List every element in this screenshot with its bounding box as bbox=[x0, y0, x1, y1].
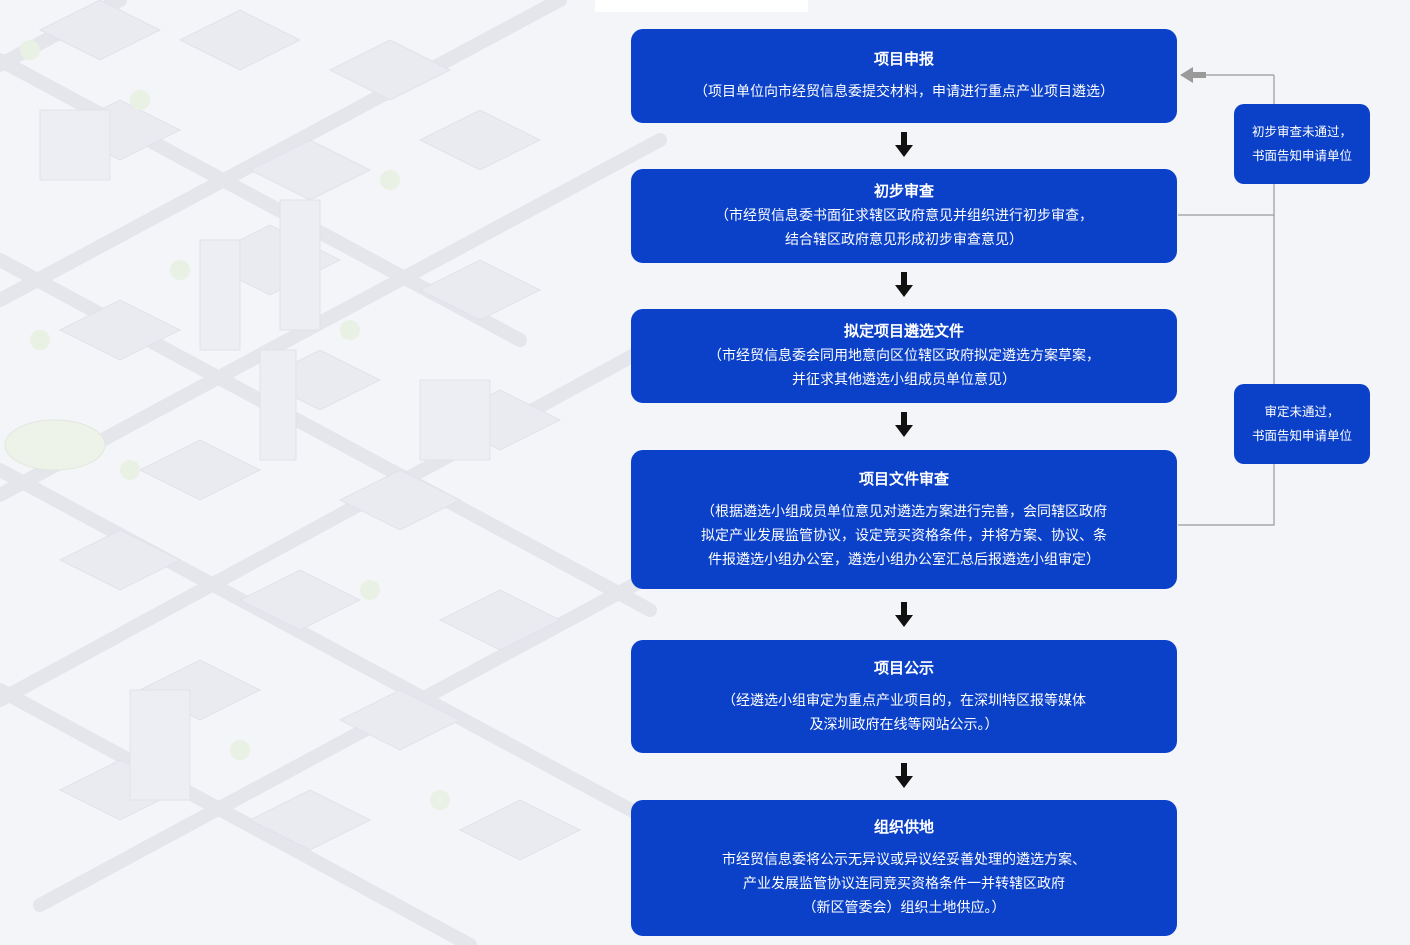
note-line: 书面告知申请单位 bbox=[1251, 428, 1352, 443]
step-description: 市经贸信息委将公示无异议或异议经妥善处理的遴选方案、 产业发展监管协议连同竞买资… bbox=[722, 852, 1086, 916]
step-title: 组织供地 bbox=[873, 818, 934, 836]
step-description: （项目单位向市经贸信息委提交材料，申请进行重点产业项目遴选） bbox=[694, 84, 1114, 100]
arrow-down-icon bbox=[895, 412, 913, 437]
step-title: 项目申报 bbox=[873, 50, 934, 68]
top-tab-shape bbox=[595, 0, 808, 12]
arrow-down-icon bbox=[895, 602, 913, 627]
step-preliminary-review: 初步审查 （市经贸信息委书面征求辖区政府意见并组织进行初步审查， 结合辖区政府意… bbox=[631, 169, 1177, 263]
note-line: 审定未通过， bbox=[1264, 404, 1340, 419]
step-document-review: 项目文件审查 （根据遴选小组成员单位意见对遴选方案进行完善，会同辖区政府 拟定产… bbox=[631, 450, 1177, 589]
step-title: 项目文件审查 bbox=[858, 469, 949, 488]
note-approval-failed: 审定未通过， 书面告知申请单位 bbox=[1234, 384, 1370, 464]
step-description: （根据遴选小组成员单位意见对遴选方案进行完善，会同辖区政府 拟定产业发展监管协议… bbox=[701, 503, 1107, 568]
arrow-down-icon bbox=[895, 272, 913, 297]
step-project-application: 项目申报 （项目单位向市经贸信息委提交材料，申请进行重点产业项目遴选） bbox=[631, 29, 1177, 123]
step-draft-selection-documents: 拟定项目遴选文件 （市经贸信息委会同用地意向区位辖区政府拟定遴选方案草案， 并征… bbox=[631, 309, 1177, 403]
note-line: 书面告知申请单位 bbox=[1251, 148, 1352, 163]
step-description: （经遴选小组审定为重点产业项目的，在深圳特区报等媒体 及深圳政府在线等网站公示。… bbox=[722, 692, 1086, 733]
arrow-left-icon bbox=[1180, 67, 1206, 83]
step-title: 初步审查 bbox=[873, 182, 934, 200]
step-description: （市经贸信息委书面征求辖区政府意见并组织进行初步审查， 结合辖区政府意见形成初步… bbox=[715, 208, 1093, 248]
note-preliminary-review-failed: 初步审查未通过， 书面告知申请单位 bbox=[1234, 104, 1370, 184]
step-project-publicity: 项目公示 （经遴选小组审定为重点产业项目的，在深圳特区报等媒体 及深圳政府在线等… bbox=[631, 640, 1177, 753]
note-line: 初步审查未通过， bbox=[1251, 124, 1352, 139]
city-background-illustration bbox=[0, 0, 687, 945]
arrow-down-icon bbox=[895, 763, 913, 788]
step-description: （市经贸信息委会同用地意向区位辖区政府拟定遴选方案草案， 并征求其他遴选小组成员… bbox=[708, 348, 1100, 388]
step-title: 项目公示 bbox=[873, 658, 934, 677]
step-land-supply: 组织供地 市经贸信息委将公示无异议或异议经妥善处理的遴选方案、 产业发展监管协议… bbox=[631, 800, 1177, 936]
step-title: 拟定项目遴选文件 bbox=[843, 322, 964, 340]
arrow-down-icon bbox=[895, 132, 913, 157]
